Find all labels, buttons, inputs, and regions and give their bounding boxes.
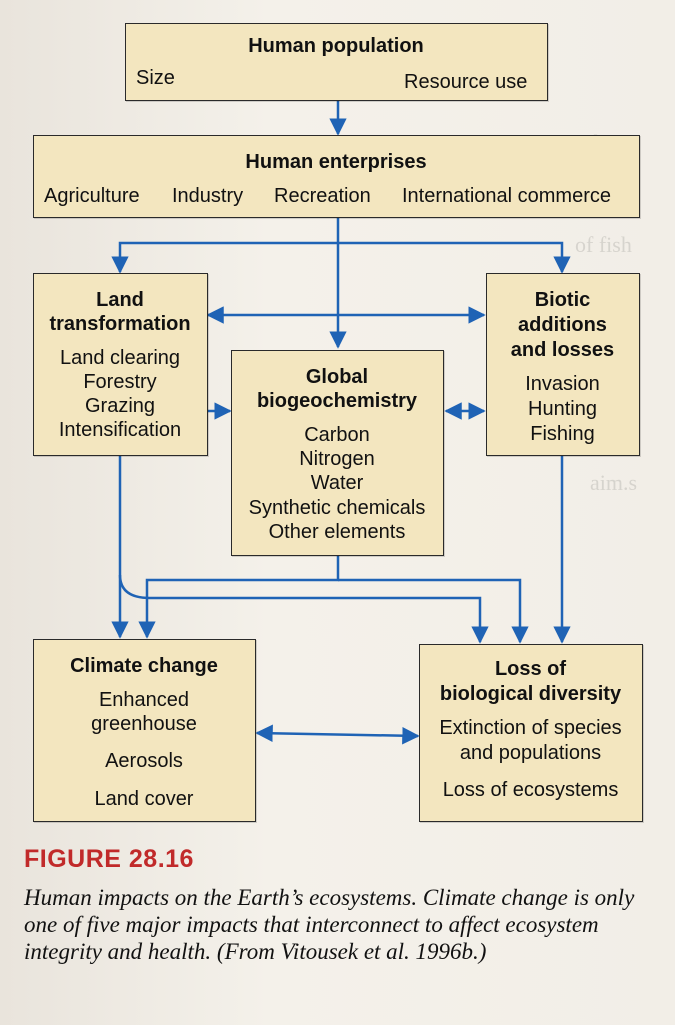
box-title: Human population <box>248 35 424 57</box>
aerosols-label: Aerosols <box>105 750 183 772</box>
human-enterprises-box: Human enterprises Agriculture Industry R… <box>33 135 640 218</box>
box-title-line: Global <box>305 366 369 388</box>
climate-change-box: Climate change Enhanced greenhouse Aeros… <box>33 639 256 822</box>
fishing-label: Fishing <box>530 423 595 445</box>
biotic-additions-box: Biotic additions and losses Invasion Hun… <box>486 273 640 456</box>
box-title-line: biogeochemistry <box>256 390 418 412</box>
greenhouse-label: greenhouse <box>91 713 197 735</box>
grazing-label: Grazing <box>84 395 156 417</box>
box-title: Human enterprises <box>245 151 427 173</box>
recreation-label: Recreation <box>274 185 371 207</box>
loss-of-ecosystems-label: Loss of ecosystems <box>442 779 619 801</box>
bleed-through-text: of fish <box>575 232 632 257</box>
resource-use-label: Resource use <box>404 71 528 93</box>
arrow-biogeochemistry-to-loss <box>338 578 529 644</box>
box-title-line: biological diversity <box>439 683 622 705</box>
size-label: Size <box>136 67 175 89</box>
nitrogen-label: Nitrogen <box>299 448 375 470</box>
figure-label: FIGURE 28.16 <box>24 845 194 873</box>
loss-biodiversity-box: Loss of biological diversity Extinction … <box>419 644 643 822</box>
human-population-box: Human population Size Resource use <box>125 23 548 101</box>
box-title-line: Land <box>96 289 144 311</box>
box-title: Climate change <box>70 655 218 677</box>
intensification-label: Intensification <box>58 419 182 441</box>
international-commerce-label: International commerce <box>402 185 611 207</box>
arrow-enterprises-to-land <box>111 241 338 274</box>
water-label: Water <box>310 472 364 494</box>
box-title-line: Loss of <box>494 658 567 680</box>
agriculture-label: Agriculture <box>44 185 140 207</box>
other-elements-label: Other elements <box>268 521 406 543</box>
land-transformation-box: Land transformation Land clearing Forest… <box>33 273 208 456</box>
global-biogeochemistry-box: Global biogeochemistry Carbon Nitrogen W… <box>231 350 444 556</box>
box-title-line: and losses <box>510 339 615 361</box>
synthetic-chemicals-label: Synthetic chemicals <box>248 497 426 519</box>
bleed-through-text: aim.s <box>590 470 638 495</box>
box-title-line: transformation <box>49 313 191 335</box>
land-clearing-label: Land clearing <box>59 347 181 369</box>
industry-label: Industry <box>172 185 244 207</box>
forestry-label: Forestry <box>83 371 157 393</box>
enhanced-label: Enhanced <box>98 689 190 711</box>
land-cover-label: Land cover <box>94 788 194 810</box>
extinction-label: Extinction of species <box>439 717 622 739</box>
populations-label: and populations <box>459 742 602 764</box>
carbon-label: Carbon <box>304 424 370 446</box>
arrow-climate-loss <box>255 724 420 745</box>
figure-caption: Human impacts on the Earth’s ecosystems.… <box>24 885 635 964</box>
arrow-enterprises-to-biotic <box>338 241 571 274</box>
box-title-line: Biotic <box>534 289 591 311</box>
invasion-label: Invasion <box>525 373 600 395</box>
hunting-label: Hunting <box>528 398 597 420</box>
arrow-land-to-loss <box>118 574 489 644</box>
arrow-biogeochemistry-to-climate <box>138 556 340 639</box>
box-title-line: additions <box>518 314 607 336</box>
